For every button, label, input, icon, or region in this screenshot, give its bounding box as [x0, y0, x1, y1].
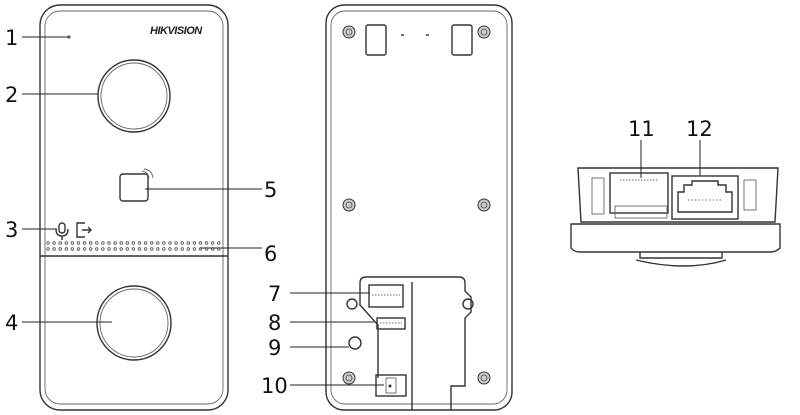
speaker-hole [70, 247, 75, 251]
speaker-hole [64, 247, 68, 251]
callout-7: 7 [268, 282, 281, 306]
speaker-hole [198, 241, 203, 245]
speaker-hole [119, 241, 123, 245]
speaker-hole [168, 241, 172, 245]
card-reader-area [119, 168, 154, 202]
speaker-hole [204, 241, 209, 245]
speaker-hole [76, 247, 81, 251]
callout-6: 6 [264, 242, 277, 266]
callout-3: 3 [5, 218, 18, 242]
speaker-hole [156, 247, 160, 251]
speaker-hole [192, 241, 197, 245]
door-unlock-icon [76, 222, 92, 238]
speaker-hole [95, 241, 99, 245]
screw-icon [477, 371, 491, 385]
connector-7 [368, 284, 404, 308]
callout-12: 12 [686, 117, 713, 141]
back-panel [325, 4, 513, 411]
speaker-hole [210, 241, 215, 245]
speaker-hole [156, 241, 160, 245]
speaker-hole [192, 247, 197, 251]
front-panel: HIKVISION [39, 4, 229, 411]
callout-8: 8 [268, 311, 281, 335]
brand-logo: HIKVISION [150, 25, 203, 37]
speaker-grille [46, 241, 221, 251]
bottom-view [570, 167, 781, 267]
speaker-hole [137, 241, 142, 245]
network-port-12 [671, 175, 739, 220]
speaker-hole [46, 247, 50, 251]
speaker-hole [88, 247, 93, 251]
speaker-hole [88, 241, 93, 245]
screw-icon [342, 371, 356, 385]
speaker-hole [52, 241, 56, 245]
speaker-hole [52, 247, 56, 251]
speaker-hole [186, 241, 190, 245]
indicator-dot [67, 35, 71, 39]
speaker-hole [101, 241, 105, 245]
connector-8 [376, 317, 406, 330]
speaker-hole [46, 241, 50, 245]
speaker-hole [168, 247, 172, 251]
callout-4: 4 [5, 311, 18, 335]
speaker-hole [95, 247, 99, 251]
speaker-hole [180, 241, 184, 245]
speaker-hole [113, 241, 117, 245]
speaker-hole [58, 241, 62, 245]
speaker-hole [149, 247, 154, 251]
screw-icon [477, 25, 491, 39]
speaker-hole [119, 247, 123, 251]
speaker-hole [143, 247, 148, 251]
speaker-hole [64, 241, 68, 245]
speaker-hole [217, 241, 221, 245]
callout-9: 9 [268, 336, 281, 360]
speaker-hole [107, 247, 111, 251]
speaker-hole [137, 247, 142, 251]
speaker-hole [143, 241, 148, 245]
speaker-hole [186, 247, 190, 251]
callout-labels: 1 2 3 4 5 6 7 8 9 10 11 12 [5, 26, 713, 398]
speaker-hole [125, 241, 129, 245]
leader-lines [22, 36, 701, 386]
hole-9 [348, 336, 362, 350]
speaker-hole [58, 247, 62, 251]
call-button [96, 285, 172, 361]
screw-icon [342, 25, 356, 39]
speaker-hole [82, 247, 87, 251]
speaker-hole [125, 247, 129, 251]
speaker-hole [174, 247, 178, 251]
callout-1: 1 [5, 26, 18, 50]
terminal-11 [609, 172, 669, 214]
callout-2: 2 [5, 83, 18, 107]
speaker-hole [70, 241, 75, 245]
mounting-tab [365, 24, 387, 56]
callout-5: 5 [264, 178, 277, 202]
speaker-hole [113, 247, 117, 251]
mounting-tab [451, 24, 473, 56]
speaker-hole [162, 247, 166, 251]
screw-icon [477, 198, 491, 212]
callout-11: 11 [628, 117, 655, 141]
speaker-hole [101, 247, 105, 251]
callout-10: 10 [261, 374, 288, 398]
speaker-hole [131, 241, 136, 245]
speaker-hole [107, 241, 111, 245]
speaker-hole [180, 247, 184, 251]
speaker-hole [82, 241, 87, 245]
speaker-hole [131, 247, 136, 251]
microphone-icon [55, 222, 69, 240]
speaker-hole [149, 241, 154, 245]
camera-lens [97, 59, 171, 133]
speaker-hole [76, 241, 81, 245]
speaker-hole [174, 241, 178, 245]
screw-icon [342, 198, 356, 212]
speaker-hole [162, 241, 166, 245]
